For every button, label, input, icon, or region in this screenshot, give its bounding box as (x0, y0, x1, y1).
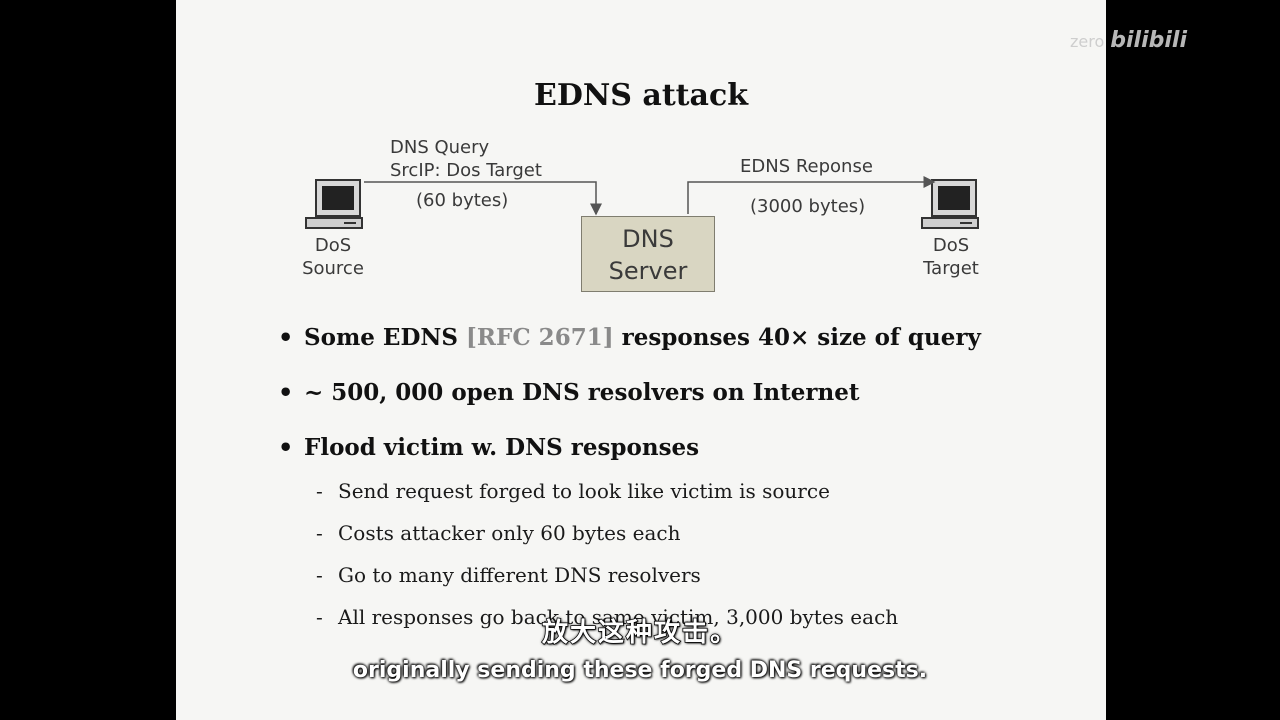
dns-server-box: DNS Server (581, 216, 715, 292)
bilibili-logo: bilibili (1110, 28, 1188, 53)
subtitle-english: originally sending these forged DNS requ… (352, 658, 928, 683)
target-computer-icon (921, 179, 979, 229)
sub-bullet-list: -Send request forged to look like victim… (316, 474, 898, 642)
dos-source-label: DoS Source (302, 235, 364, 279)
source-computer-icon (305, 179, 363, 229)
response-size-label: (3000 bytes) (750, 196, 866, 217)
bullet-item: • Flood victim w. DNS responses (276, 428, 1076, 483)
watermark-user: zero (1070, 32, 1105, 51)
bullet-text: ~ 500, 000 open DNS resolvers on Interne… (304, 379, 860, 406)
sub-bullet-item: -Costs attacker only 60 bytes each (316, 521, 681, 545)
edns-diagram (305, 176, 979, 229)
dos-target-label: DoS Target (923, 235, 979, 279)
bullet-text: Flood victim w. DNS responses (304, 434, 700, 461)
subtitle-chinese: 放大这种攻击。 (541, 617, 738, 649)
bullet-list: • Some EDNS [RFC 2671] responses 40× siz… (276, 318, 1076, 483)
rfc-reference: [RFC 2671] (466, 324, 614, 351)
sub-bullet-item: -Go to many different DNS resolvers (316, 563, 701, 587)
edns-response-label: EDNS Reponse (740, 156, 873, 177)
dns-query-label: DNS Query SrcIP: Dos Target (390, 137, 542, 181)
bilibili-watermark: zero bilibili (1070, 28, 1187, 53)
bullet-text: responses 40× size of query (613, 324, 981, 351)
sub-bullet-item: -Send request forged to look like victim… (316, 479, 830, 503)
bullet-dot-icon: • (278, 323, 294, 352)
query-arrow (364, 181, 602, 216)
bullet-dot-icon: • (278, 433, 294, 462)
sub-bullet-item: -All responses go back to same victim, 3… (316, 605, 899, 629)
slide-title: EDNS attack (533, 78, 749, 113)
bullet-text: Some EDNS (304, 324, 467, 351)
response-arrow (687, 176, 936, 214)
slide: EDNS attack DoS Source DoS (176, 0, 1106, 720)
query-size-label: (60 bytes) (416, 190, 509, 211)
bullet-dot-icon: • (278, 378, 294, 407)
bullet-item: • ~ 500, 000 open DNS resolvers on Inter… (276, 373, 1076, 428)
bullet-item: • Some EDNS [RFC 2671] responses 40× siz… (276, 318, 1076, 373)
